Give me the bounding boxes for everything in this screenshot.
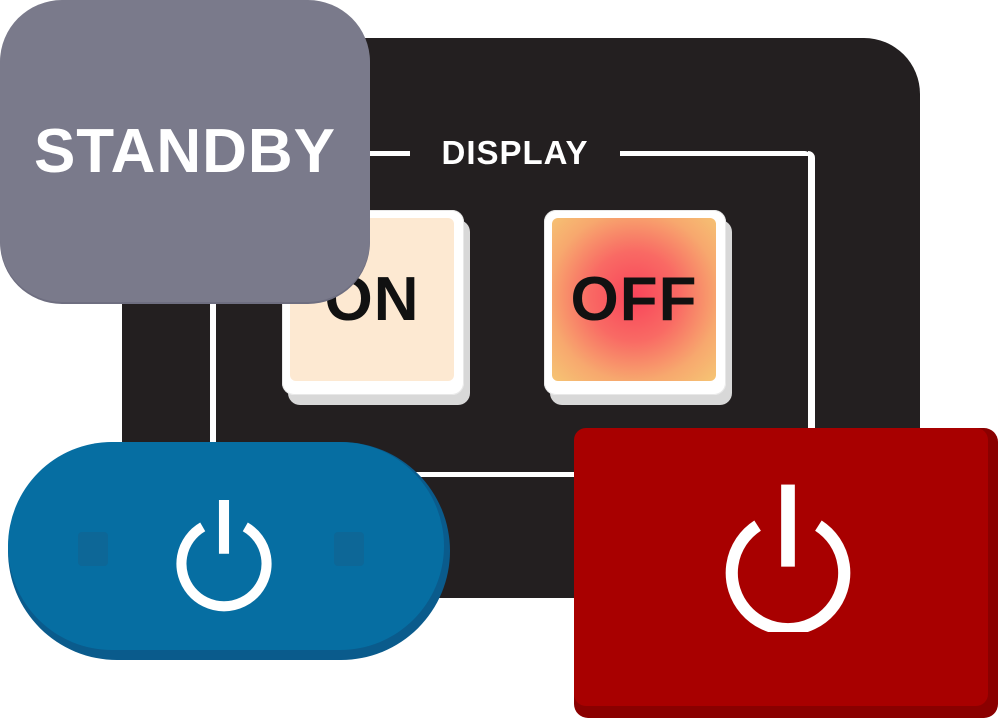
display-group-label: DISPLAY xyxy=(441,134,589,171)
button-notch xyxy=(334,532,364,566)
red-power-button[interactable] xyxy=(574,428,998,718)
power-icon xyxy=(176,500,272,612)
off-button-label: OFF xyxy=(570,265,698,334)
panel-frame-line xyxy=(620,151,810,156)
panel-frame-line xyxy=(808,151,815,481)
panel-frame-line xyxy=(340,151,410,156)
off-button[interactable]: OFF xyxy=(544,210,726,395)
power-icon xyxy=(725,484,851,632)
red-power-button-face xyxy=(574,428,988,706)
button-notch xyxy=(78,532,108,566)
panel-frame-line xyxy=(212,472,812,477)
blue-power-button[interactable] xyxy=(8,442,450,660)
standby-button[interactable]: STANDBY xyxy=(0,0,370,302)
off-button-face: OFF xyxy=(552,218,716,381)
blue-power-button-face xyxy=(8,442,444,650)
standby-button-label: STANDBY xyxy=(33,116,337,186)
panel-frame-line xyxy=(210,296,216,476)
